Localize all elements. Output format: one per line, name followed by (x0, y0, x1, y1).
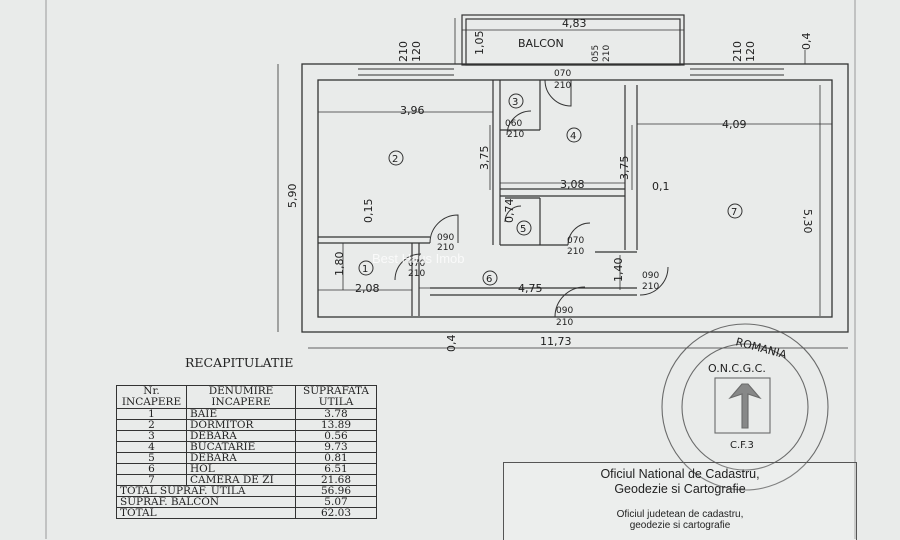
balcony-door-dim-a: 055 (591, 45, 601, 62)
header-nr: Nr.INCAPERE (116, 385, 187, 409)
wall-bottom-dim: 0,4 (445, 335, 458, 353)
room-number-6: 6 (486, 274, 492, 285)
room-markers (358, 93, 743, 286)
wall-thickness-dim: 0,1 (652, 180, 670, 193)
balcony-width-dim: 4,83 (562, 17, 587, 30)
door-label-3: 090 (437, 233, 454, 243)
windows (358, 63, 784, 81)
window-right-dim-a: 210 (731, 41, 744, 62)
window-left-dim-b: 120 (410, 41, 423, 62)
hall-depth-dim: 1,40 (612, 258, 625, 283)
door-label-4: 070 (567, 236, 584, 246)
total-width-dim: 11,73 (540, 335, 572, 348)
balcony-depth-dim: 1,05 (473, 31, 486, 56)
office-line-4: geodezie si cartografie (629, 520, 731, 531)
stamp-text-cf3: C.F.3 (730, 440, 754, 451)
door-label-2: 060 (505, 119, 522, 129)
room2-depth-dim: 3,75 (478, 146, 491, 171)
door-label-1: 070 (554, 69, 571, 79)
balcony-label: BALCON (518, 37, 564, 50)
stamp-text-oncgc: O.N.C.G.C. (708, 362, 766, 375)
office-line-1: Oficiul National de Cadastru, (600, 467, 760, 481)
door-label-3h: 210 (437, 243, 454, 253)
room1-depth-small-dim: 0,15 (362, 199, 375, 224)
room-number-7: 7 (731, 207, 737, 218)
hall-width-dim: 4,75 (518, 282, 543, 295)
cadastre-stamp-seal (661, 323, 829, 491)
room2-width-dim: 3,96 (400, 104, 425, 117)
window-right-dim-b: 120 (744, 41, 757, 62)
stamp-text-romania: ROMANIA (734, 335, 788, 361)
room-number-5: 5 (520, 224, 526, 235)
pantry-width-dim: 0,74 (503, 199, 516, 224)
door-label-5: 070 (408, 259, 425, 269)
kitchen-width-dim: 3,08 (560, 178, 585, 191)
door-swings (394, 79, 669, 318)
door-label-7: 090 (556, 306, 573, 316)
room7-depth-dim: 5,30 (801, 209, 814, 234)
office-line-3: Oficiul judetean de cadastru, (616, 509, 744, 520)
room-number-1: 1 (362, 264, 368, 275)
balcony-outline (461, 14, 685, 66)
recap-title: RECAPITULATIE (185, 355, 294, 370)
room1-width-dim: 2,08 (355, 282, 380, 295)
door-label-5h: 210 (408, 269, 425, 279)
window-left-dim-a: 210 (397, 41, 410, 62)
total-depth-dim: 5,90 (286, 184, 299, 209)
interior-walls (318, 80, 638, 316)
kitchen-depth-dim: 3,75 (618, 156, 631, 181)
watermark-text: Best Haus Imob (372, 251, 465, 266)
room7-width-dim: 4,09 (722, 118, 747, 131)
room1-height-dim: 1,80 (333, 252, 346, 277)
wall-top-right-dim: 0,4 (800, 33, 813, 51)
door-label-6: 090 (642, 271, 659, 281)
exterior-walls (301, 63, 849, 333)
balcony-door-dim-b: 210 (602, 45, 612, 62)
cadastre-office-box: Oficiul National de Cadastru, Geodezie s… (503, 462, 857, 540)
room-number-3: 3 (512, 97, 518, 108)
door-label-4h: 210 (567, 247, 584, 257)
room-number-4: 4 (570, 131, 576, 142)
room-number-2: 2 (392, 154, 398, 165)
office-line-2: Geodezie si Cartografie (614, 482, 746, 496)
door-label-7h: 210 (556, 318, 573, 328)
door-label-2h: 210 (507, 130, 524, 140)
door-label-1h: 210 (554, 81, 571, 91)
dimension-lines (277, 18, 848, 349)
door-label-6h: 210 (642, 282, 659, 292)
